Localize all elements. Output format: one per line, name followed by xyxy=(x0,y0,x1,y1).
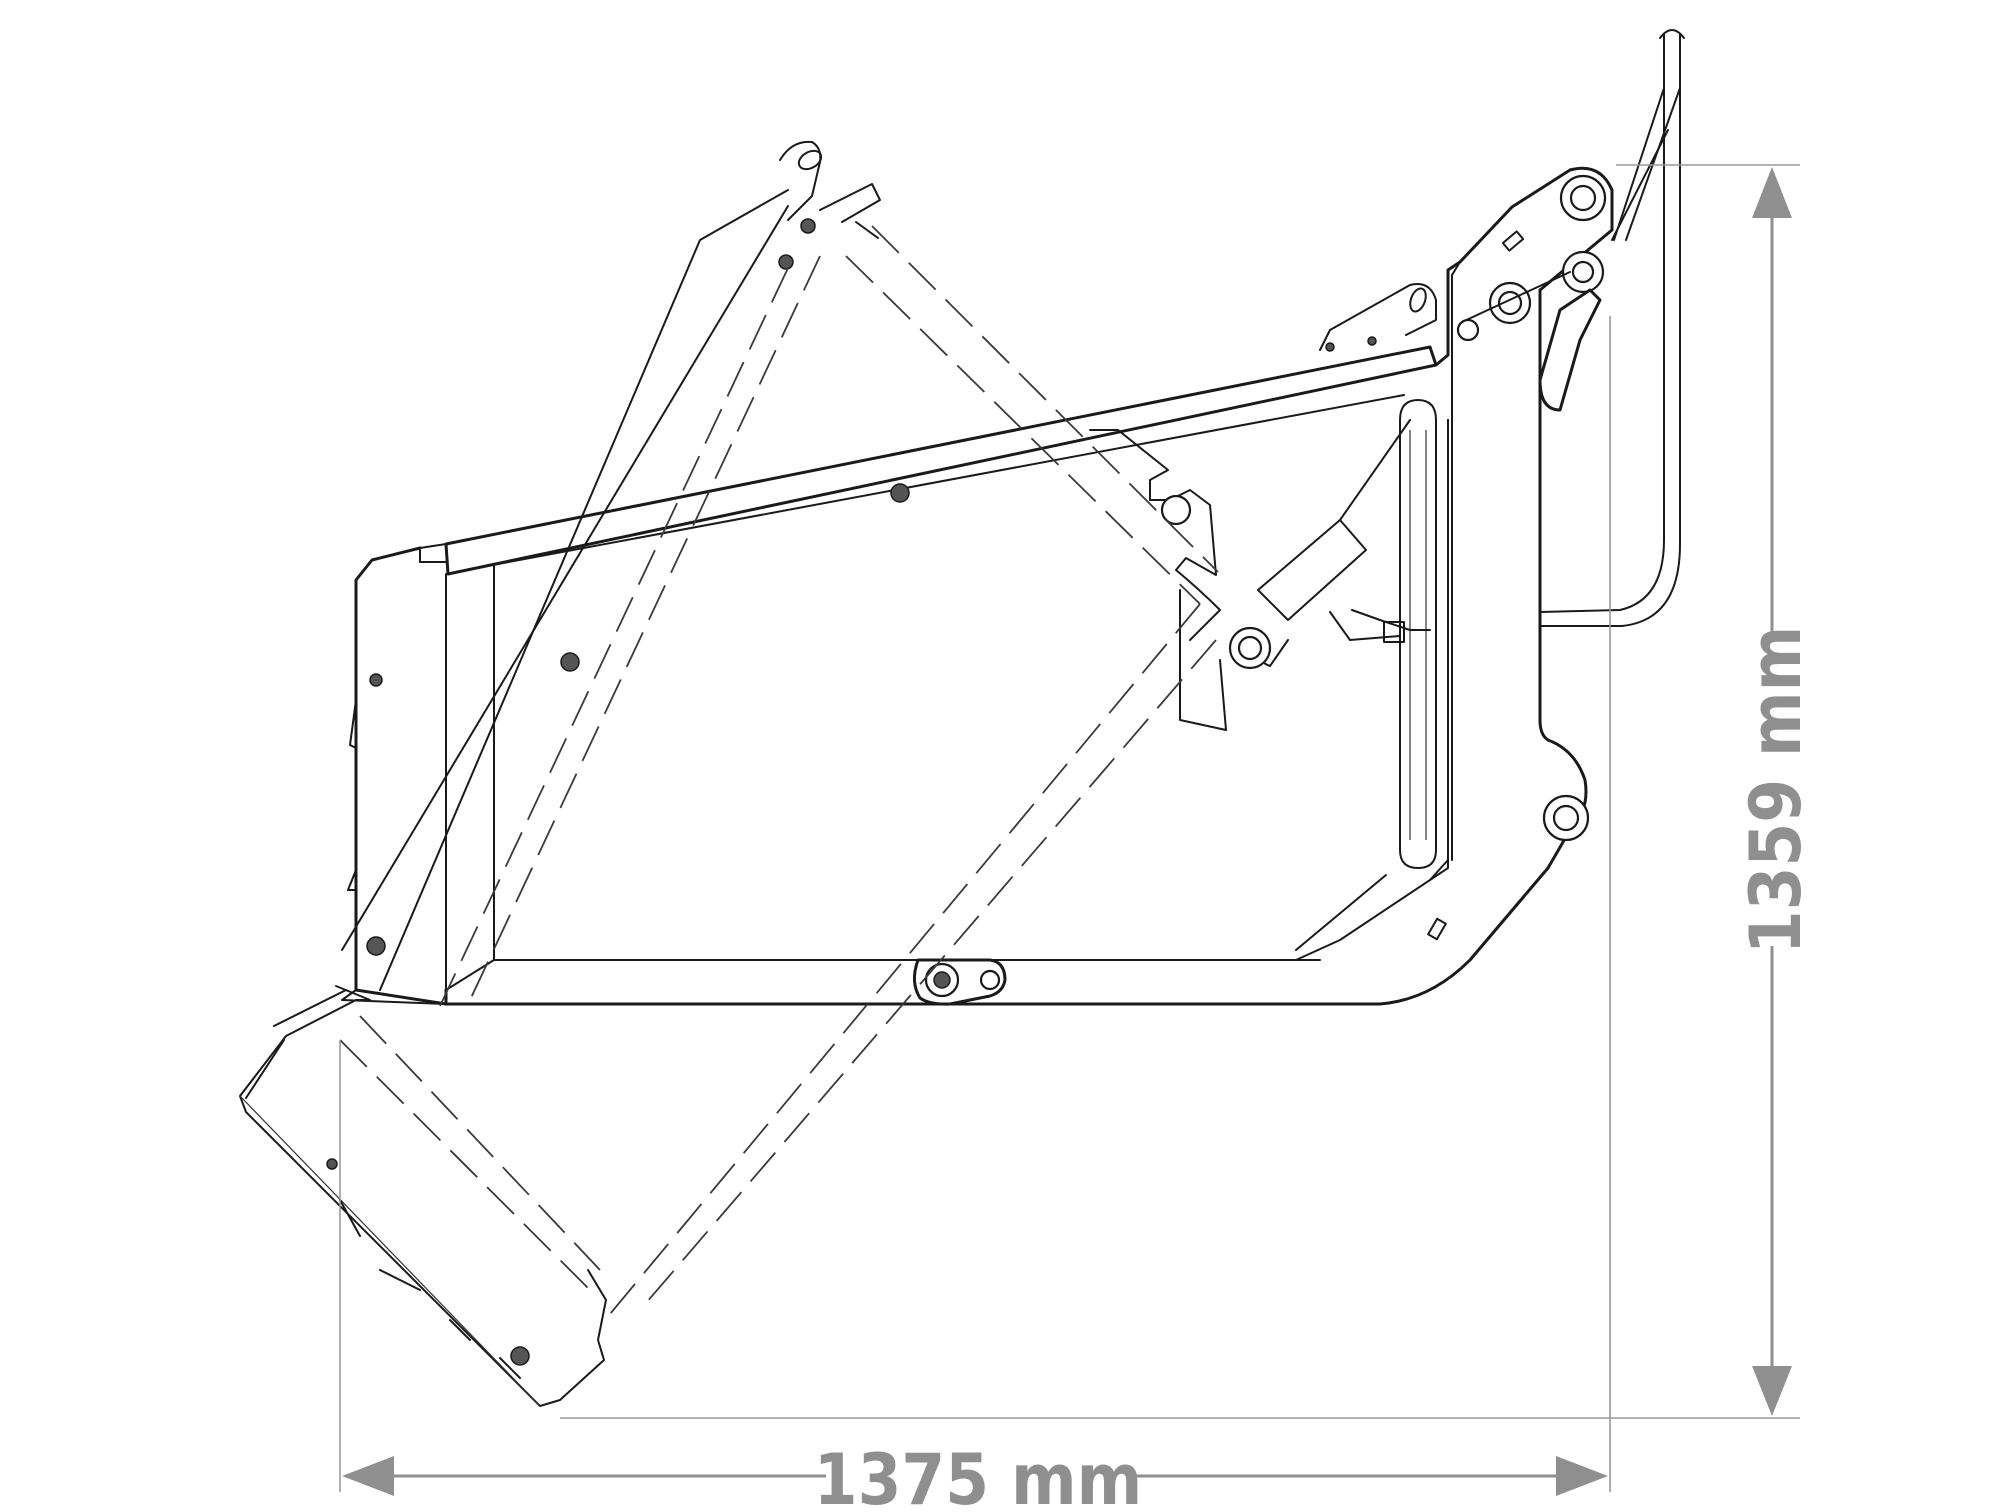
height-arrow-top xyxy=(1752,167,1792,218)
dimension-lines xyxy=(339,164,1800,1492)
height-label: 1359 mm xyxy=(1735,626,1817,954)
bottom-link xyxy=(913,958,1007,1006)
top-handle xyxy=(1539,29,1685,627)
width-label: 1375 mm xyxy=(814,1439,1142,1512)
width-arrow-right xyxy=(1556,1456,1608,1496)
width-dimension: 1375 mm xyxy=(342,1439,1608,1512)
width-arrow-left xyxy=(342,1456,394,1496)
hydraulic-cylinder xyxy=(1228,419,1431,670)
bucket-solid xyxy=(366,429,1227,956)
height-dimension: 1359 mm xyxy=(1735,167,1817,1416)
loader-frame xyxy=(341,166,1614,1006)
tilted-bucket xyxy=(239,140,1219,1407)
height-arrow-bottom xyxy=(1752,1366,1792,1416)
